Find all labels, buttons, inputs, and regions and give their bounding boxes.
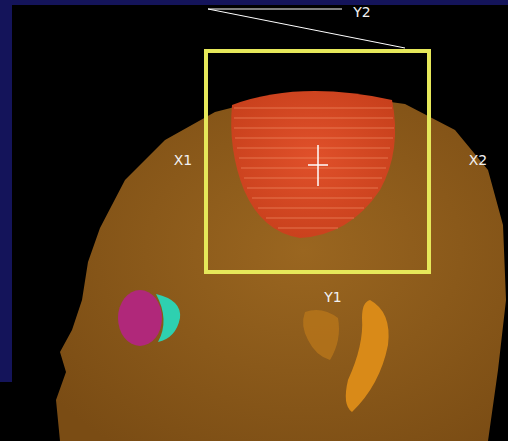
target-volume <box>231 91 395 238</box>
beam-edge-lines <box>208 9 405 48</box>
ear-right <box>346 300 389 412</box>
contour-slices <box>234 108 394 228</box>
ear-left <box>303 310 339 360</box>
field-jaw-label: Y2 <box>353 4 370 20</box>
field-jaw-label: X2 <box>469 152 488 168</box>
isocenter-cross <box>308 145 328 186</box>
field-jaw-label: X1 <box>174 152 193 168</box>
side-band <box>0 0 12 382</box>
field-aperture <box>206 51 429 272</box>
lens <box>156 294 180 342</box>
top-band <box>0 0 508 5</box>
eye <box>118 290 162 346</box>
field-jaw-label: Y1 <box>324 289 341 305</box>
